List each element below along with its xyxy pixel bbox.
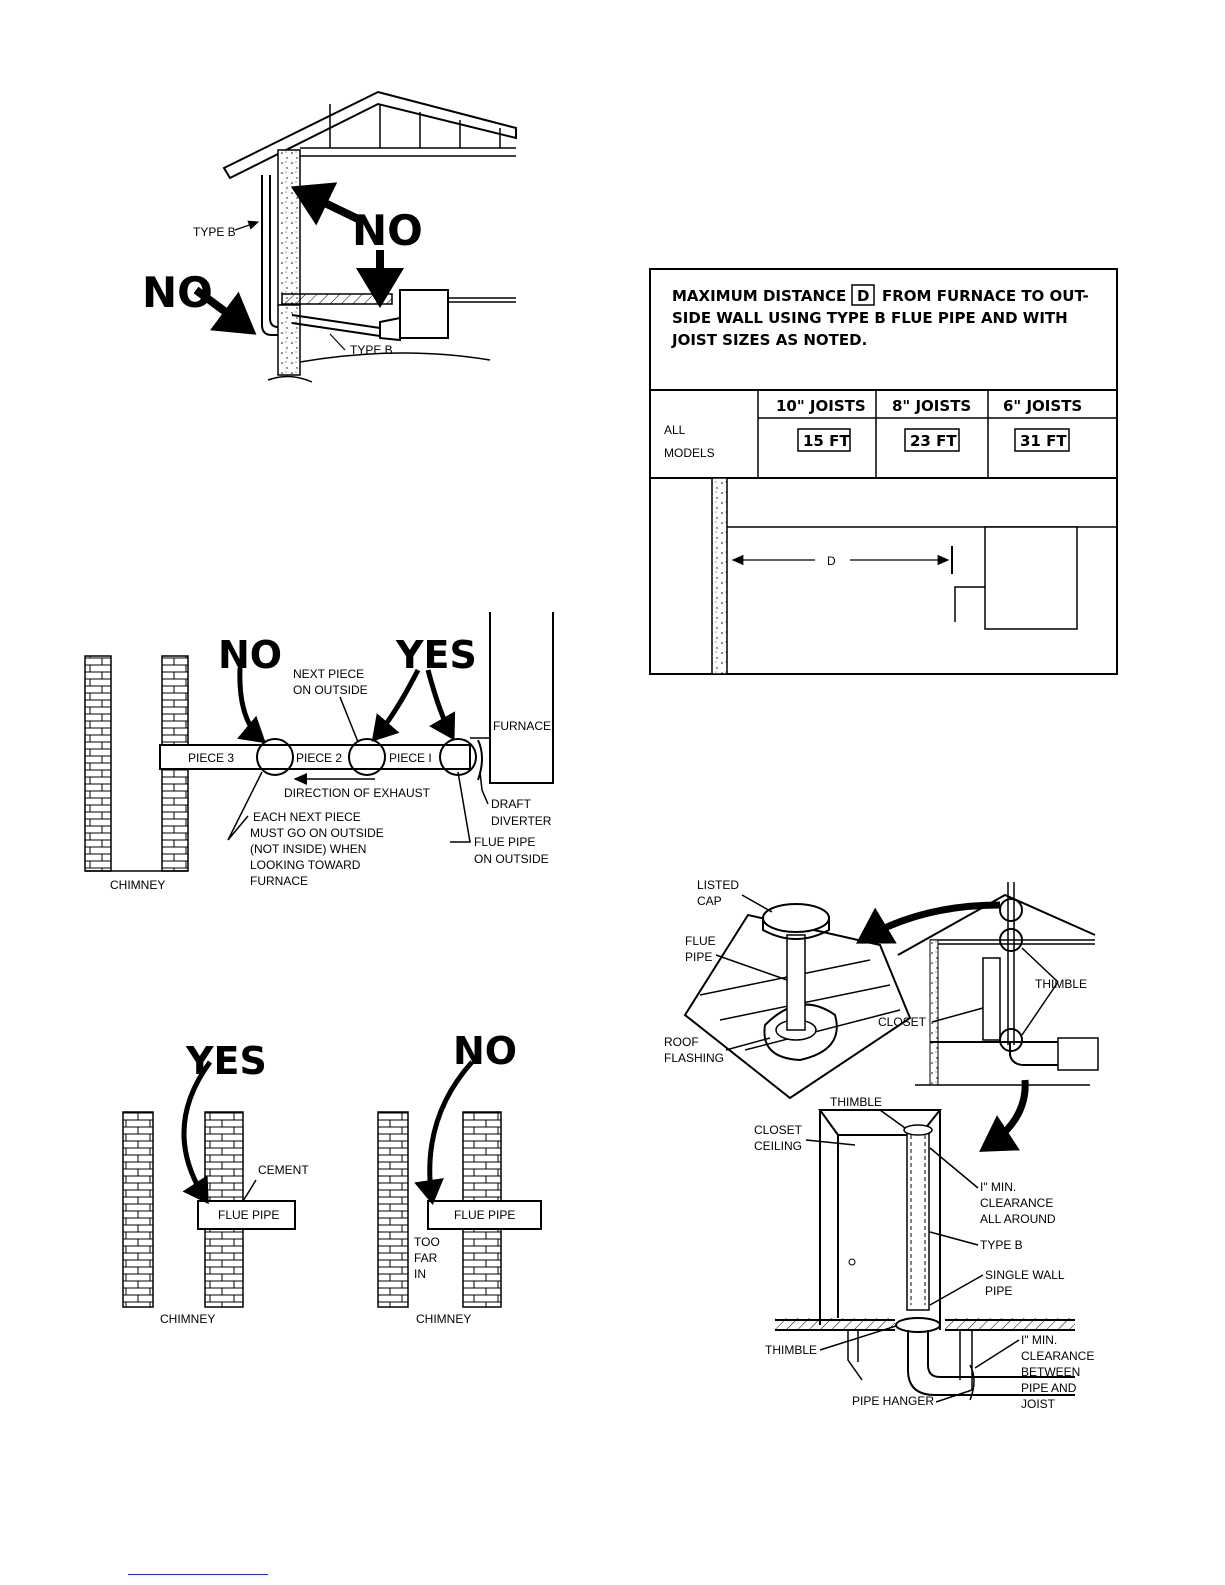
piece-1-label: PIECE I	[389, 751, 432, 765]
each-next-label-5: FURNACE	[250, 874, 308, 888]
roof-flashing-label-1: ROOF	[664, 1035, 699, 1049]
thimble-top-label: THIMBLE	[830, 1095, 882, 1109]
too-far-in-label-1: TOO	[414, 1235, 440, 1249]
min-clearance-joist-label-4: PIPE AND	[1021, 1381, 1077, 1395]
each-next-label-4: LOOKING TOWARD	[250, 858, 361, 872]
footnote-rule	[128, 1574, 268, 1575]
min-clearance-around-label-3: ALL AROUND	[980, 1212, 1056, 1226]
single-wall-label-2: PIPE	[985, 1284, 1012, 1298]
no-label-pieces: NO	[218, 633, 282, 677]
min-clearance-around-label-1: I" MIN.	[980, 1180, 1016, 1194]
col-header-10in: 10" JOISTS	[776, 397, 866, 415]
flue-outside-label-1: FLUE PIPE	[474, 835, 535, 849]
cement-label: CEMENT	[258, 1163, 309, 1177]
min-clearance-joist-label-3: BETWEEN	[1021, 1365, 1080, 1379]
roof-flashing-label-2: FLASHING	[664, 1051, 724, 1065]
each-next-label-3: (NOT INSIDE) WHEN	[250, 842, 366, 856]
no-label-top: NO	[352, 206, 423, 255]
table-heading-line3: JOIST SIZES AS NOTED.	[671, 331, 867, 349]
furnace-label: FURNACE	[493, 719, 551, 733]
closet-ceiling-label-1: CLOSET	[754, 1123, 803, 1137]
table-heading-line2: SIDE WALL USING TYPE B FLUE PIPE AND WIT…	[672, 309, 1068, 327]
flue-pipe-left-label: FLUE PIPE	[218, 1208, 279, 1222]
min-clearance-joist-label-5: JOIST	[1021, 1397, 1056, 1411]
chimney-left-label: CHIMNEY	[160, 1312, 215, 1326]
closet-ceiling-label-2: CEILING	[754, 1139, 802, 1153]
chimney-connection-figure	[122, 1060, 542, 1308]
direction-exhaust-label: DIRECTION OF EXHAUST	[284, 786, 431, 800]
thimble-right-label: THIMBLE	[1035, 977, 1087, 991]
flue-pieces-figure	[84, 612, 554, 872]
each-next-label-1: EACH NEXT PIECE	[253, 810, 361, 824]
next-piece-label-1: NEXT PIECE	[293, 667, 364, 681]
table-heading-line1: MAXIMUM DISTANCE	[672, 287, 846, 305]
min-clearance-joist-label-2: CLEARANCE	[1021, 1349, 1094, 1363]
thimble-bottom-label: THIMBLE	[765, 1343, 817, 1357]
d-box-label: D	[857, 287, 869, 305]
col-header-8in: 8" JOISTS	[892, 397, 971, 415]
house-type-b-figure	[193, 90, 517, 383]
too-far-in-label-3: IN	[414, 1267, 426, 1281]
type-b-lower-label: TYPE B	[350, 343, 393, 357]
value-10in: 15 FT	[803, 432, 850, 450]
min-clearance-around-label-2: CLEARANCE	[980, 1196, 1053, 1210]
closet-leader-lines	[715, 894, 1059, 1403]
listed-cap-label-1: LISTED	[697, 878, 739, 892]
flue-pipe-closet-label-2: PIPE	[685, 950, 712, 964]
each-next-label-2: MUST GO ON OUTSIDE	[250, 826, 384, 840]
flue-pipe-right-label: FLUE PIPE	[454, 1208, 515, 1222]
value-6in: 31 FT	[1020, 432, 1067, 450]
pipe-hanger-label: PIPE HANGER	[852, 1394, 934, 1408]
dimension-d-label: D	[827, 554, 836, 568]
listed-cap-label-2: CAP	[697, 894, 722, 908]
no-label-chimney: NO	[453, 1029, 517, 1073]
closet-label: CLOSET	[878, 1015, 927, 1029]
piece-2-label: PIECE 2	[296, 751, 342, 765]
yes-label-pieces: YES	[395, 633, 477, 677]
next-piece-label-2: ON OUTSIDE	[293, 683, 368, 697]
piece-3-label: PIECE 3	[188, 751, 234, 765]
row-label-models: MODELS	[664, 446, 715, 460]
yes-label-chimney: YES	[185, 1039, 267, 1083]
min-clearance-joist-label-1: I" MIN.	[1021, 1333, 1057, 1347]
single-wall-label-1: SINGLE WALL	[985, 1268, 1065, 1282]
type-b-closet-label: TYPE B	[980, 1238, 1023, 1252]
value-8in: 23 FT	[910, 432, 957, 450]
flue-pipe-closet-label-1: FLUE	[685, 934, 716, 948]
chimney-label-pieces: CHIMNEY	[110, 878, 165, 892]
no-label-left: NO	[142, 268, 213, 317]
flue-outside-label-2: ON OUTSIDE	[474, 852, 549, 866]
type-b-upper-label: TYPE B	[193, 225, 236, 239]
too-far-in-label-2: FAR	[414, 1251, 438, 1265]
row-label-all: ALL	[664, 423, 686, 437]
table-heading-line1-rest: FROM FURNACE TO OUT-	[882, 287, 1089, 305]
max-distance-table	[649, 268, 1118, 675]
closet-installation-figure	[683, 882, 1099, 1401]
chimney-right-label: CHIMNEY	[416, 1312, 471, 1326]
draft-diverter-label-1: DRAFT	[491, 797, 532, 811]
draft-diverter-label-2: DIVERTER	[491, 814, 552, 828]
col-header-6in: 6" JOISTS	[1003, 397, 1082, 415]
